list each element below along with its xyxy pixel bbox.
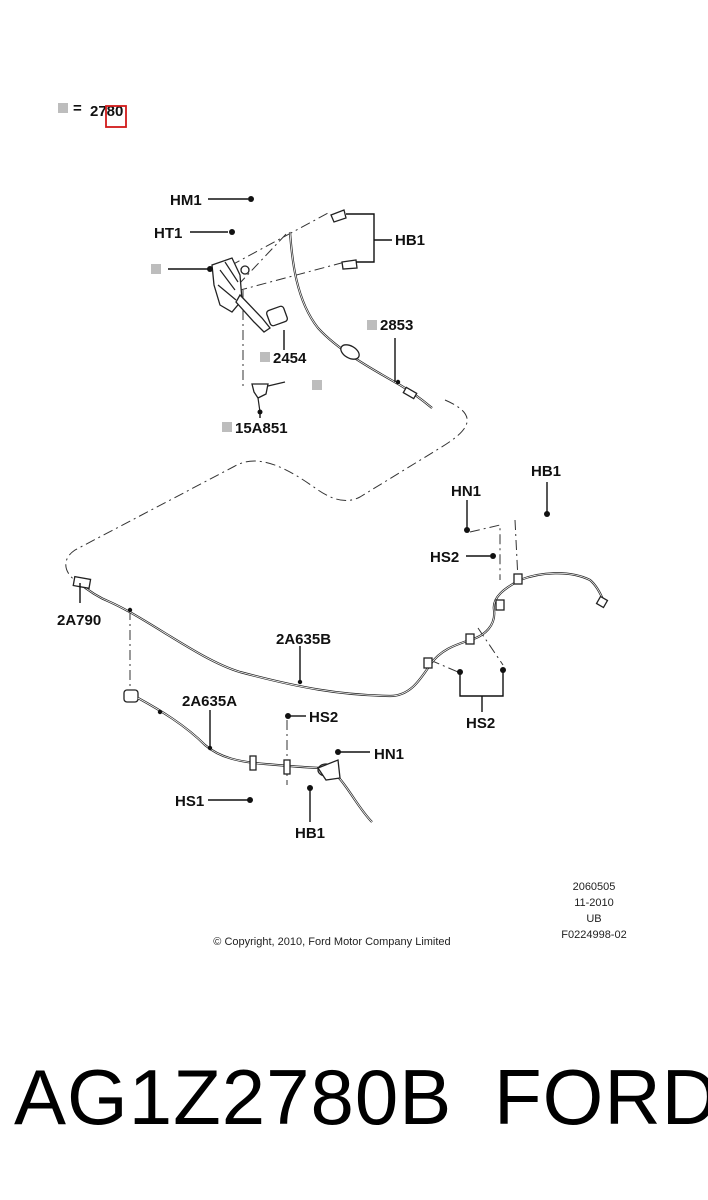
meta-code: 2060505 <box>573 881 616 893</box>
routing-dashline-j <box>429 659 459 673</box>
callout-2853: 2853 <box>380 317 413 334</box>
callout-2a635a: 2A635A <box>182 693 237 710</box>
meta-date: 11-2010 <box>574 897 614 909</box>
callout-hn1-right: HN1 <box>451 483 481 500</box>
callout-hs2-lower: HS2 <box>466 715 495 732</box>
routing-dashline-i <box>477 627 504 666</box>
callout-hs2-right: HS2 <box>430 549 459 566</box>
grid-icon <box>151 264 161 274</box>
callout-hs1: HS1 <box>175 793 204 810</box>
callout-hn1-bottom: HN1 <box>374 746 404 763</box>
callout-15a851: 15A851 <box>235 420 288 437</box>
front-cable-2853 <box>288 231 433 409</box>
grid-icon <box>260 352 270 362</box>
legend-equals: = <box>73 100 82 117</box>
grid-icon <box>58 103 68 113</box>
routing-outline <box>65 399 468 583</box>
grid-icon <box>367 320 377 330</box>
meta-region: UB <box>586 913 601 925</box>
hb1-top-clips <box>330 209 358 270</box>
bracket-15a851 <box>251 381 286 415</box>
meta-ref: F0224998-02 <box>561 929 626 941</box>
callout-hb1-right: HB1 <box>531 463 561 480</box>
routing-dashline-c <box>237 231 289 286</box>
cable-2a635b <box>72 572 609 698</box>
callout-2a635b: 2A635B <box>276 631 331 648</box>
callout-2a790: 2A790 <box>57 612 101 629</box>
parking-brake-diagram: = 2780 <box>57 100 627 948</box>
highlight-box[interactable] <box>105 105 127 128</box>
cable-2a635a <box>123 689 373 823</box>
routing-dashline-g <box>469 524 501 580</box>
part-number: AG1Z2780B <box>14 1053 453 1141</box>
callout-hs2-bottom: HS2 <box>309 709 338 726</box>
brake-lever-assembly <box>211 257 288 333</box>
grid-icon <box>222 422 232 432</box>
callout-hb1-top: HB1 <box>395 232 425 249</box>
callout-ht1: HT1 <box>154 225 182 242</box>
callout-hm1: HM1 <box>170 192 202 209</box>
grid-icon <box>312 380 322 390</box>
callout-hb1-bottom: HB1 <box>295 825 325 842</box>
brand-name: FORD <box>494 1053 708 1141</box>
leaders <box>79 196 550 822</box>
copyright: © Copyright, 2010, Ford Motor Company Li… <box>213 936 450 948</box>
routing-dashline-h <box>514 519 519 581</box>
legend: = 2780 <box>58 100 127 128</box>
callout-2454: 2454 <box>273 350 307 367</box>
